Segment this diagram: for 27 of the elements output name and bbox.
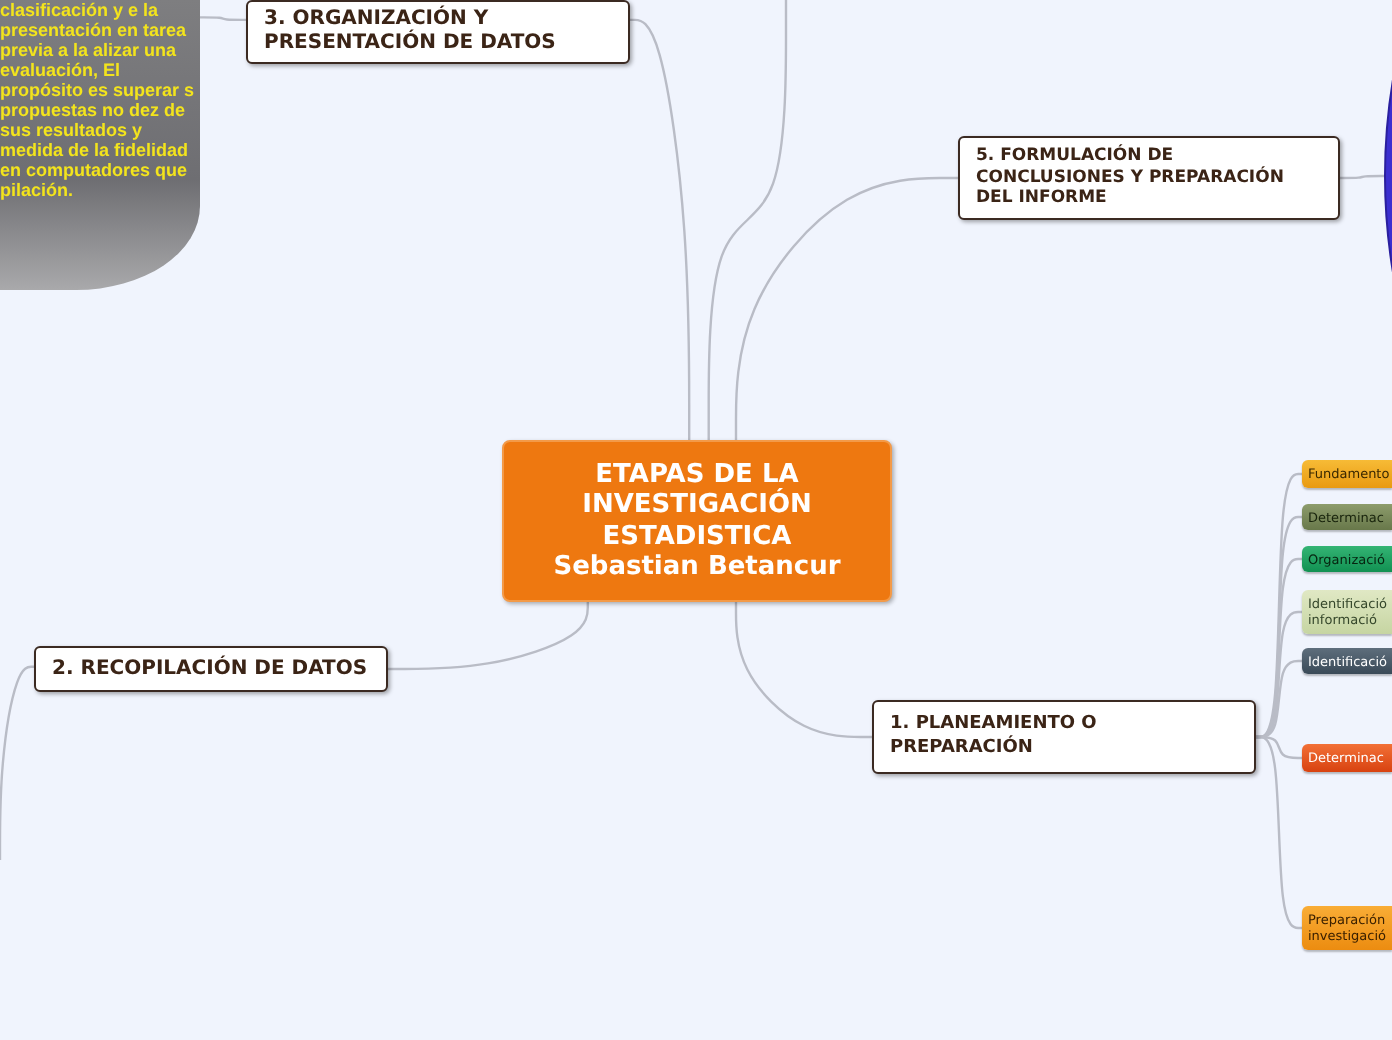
topic-label: 5. FORMULACIÓN DE CONCLUSIONES Y PREPARACIÓN DEL INFORME	[976, 146, 1286, 210]
topic-label: 3. ORGANIZACIÓN Y PRESENTACIÓN DE DATOS	[264, 8, 558, 56]
central-topic-box	[502, 440, 892, 602]
topic-label: 2. RECOPILACIÓN DE DATOS	[52, 657, 370, 681]
subtopic-box	[1302, 744, 1392, 772]
topic-box	[872, 700, 1256, 774]
connector-line	[1340, 174, 1384, 180]
subtopic-box	[1302, 648, 1392, 674]
connector-line	[734, 602, 872, 739]
subtopic-box	[1302, 504, 1392, 530]
note-text: clasificación y e la presentación en tarea previa a la alizar una evaluación, El propósito es superar s propuestas no dez de sus resultados y medida de la fidelidad en computadores que pilación.	[0, 0, 196, 200]
topic-label: 1. PLANEAMIENTO O PREPARACIÓN	[890, 714, 1099, 760]
author-name: Sebastian Betancur	[553, 552, 841, 583]
connector-line	[630, 18, 691, 440]
topic-box	[246, 0, 630, 64]
connector-line	[1256, 735, 1302, 930]
note-card	[0, 0, 200, 290]
connector-line	[734, 176, 958, 440]
topic-title: ETAPAS DE LA INVESTIGACIÓN ESTADISTICA	[580, 459, 814, 552]
subtopic-box	[1302, 546, 1392, 572]
connector-line	[0, 665, 34, 860]
topic-box	[958, 136, 1340, 220]
connector-line	[200, 16, 246, 22]
subtopic-box	[1302, 460, 1392, 488]
connector-line	[707, 0, 788, 440]
connector-line	[388, 602, 589, 671]
topic-box	[34, 646, 388, 692]
